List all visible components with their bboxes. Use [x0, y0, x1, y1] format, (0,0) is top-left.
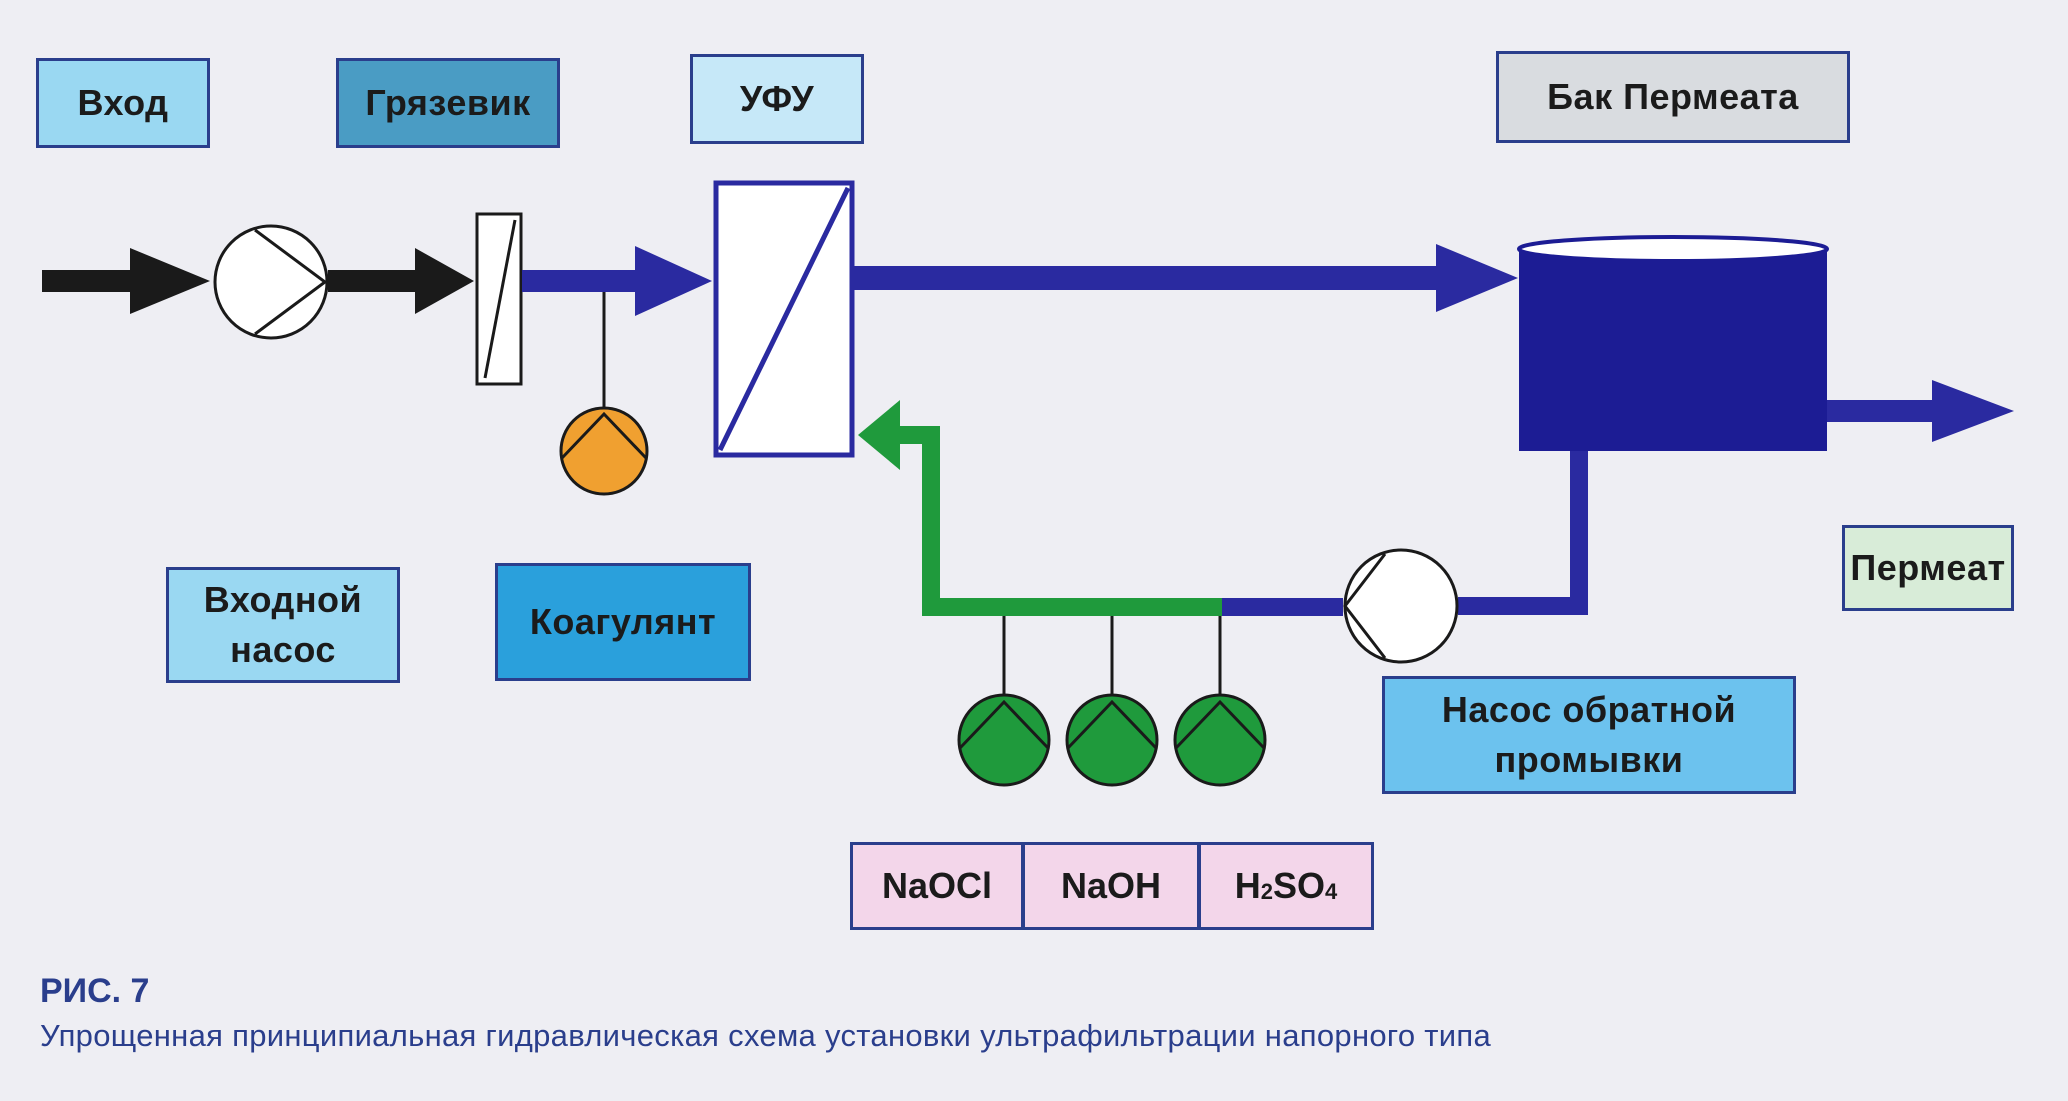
h2so4-so: SO	[1272, 865, 1325, 906]
feed-flow-arrow	[522, 246, 712, 316]
strainer-label: Грязевик	[336, 58, 560, 148]
permeate-tank-icon	[1517, 235, 1829, 451]
figure-label: РИС. 7	[40, 972, 150, 1010]
naoh-label: NaOH	[1022, 842, 1200, 930]
inlet-label: Вход	[36, 58, 210, 148]
inlet-flow-arrows	[42, 248, 474, 314]
chemical-dosing-pump-icon	[1173, 616, 1267, 787]
backwash-pump-icon	[1343, 548, 1459, 664]
permeate-outlet-arrow	[1827, 380, 2014, 442]
coagulant-dosing-pump-icon	[559, 292, 649, 496]
inlet-pump-label: Входной насос	[166, 567, 400, 683]
permeate-label: Пермеат	[1842, 525, 2014, 611]
backwash-line	[1221, 451, 1588, 616]
h2so4-h: H	[1234, 865, 1261, 906]
chemical-dosing-pump-icon	[957, 616, 1051, 787]
chemical-dosing-pump-icon	[1065, 616, 1159, 787]
coagulant-label: Коагулянт	[495, 563, 751, 681]
backwash-pump-label: Насос обратной промывки	[1382, 676, 1796, 794]
strainer-icon	[475, 212, 523, 386]
h2so4-sub-2: 2	[1260, 879, 1273, 904]
chemical-wash-line	[858, 400, 1222, 616]
inlet-pump-icon	[213, 224, 329, 340]
permeate-tank-label: Бак Пермеата	[1496, 51, 1850, 143]
uf-unit-label: УФУ	[690, 54, 864, 144]
permeate-flow-arrow	[854, 244, 1518, 312]
uf-module-icon	[713, 180, 855, 458]
naocl-label: NaOCl	[850, 842, 1024, 930]
figure-caption: Упрощенная принципиальная гидравлическая…	[40, 1018, 1492, 1053]
h2so4-sub-4: 4	[1325, 879, 1338, 904]
